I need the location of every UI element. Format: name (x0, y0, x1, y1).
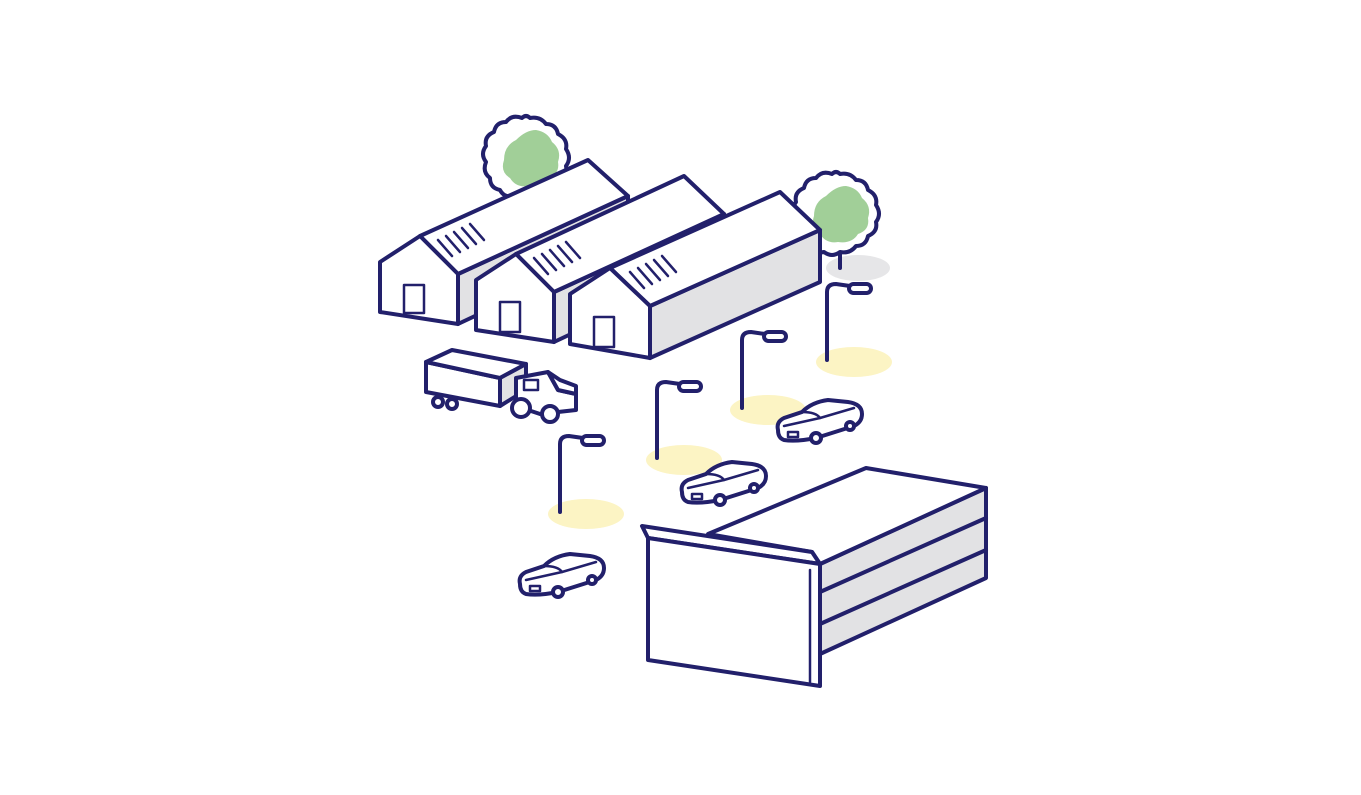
street-lamp-3 (655, 380, 703, 460)
truck-wheel-3 (510, 397, 532, 419)
truck-wheel-1 (431, 395, 445, 409)
car-1 (775, 398, 864, 445)
car-3 (517, 552, 606, 599)
large-building (640, 466, 988, 688)
lamp-glow-4 (548, 499, 624, 529)
street-lamp-2 (740, 330, 788, 410)
street-lamp-1 (825, 282, 873, 362)
truck-cab-window (522, 378, 540, 392)
tree-right-shadow (826, 255, 890, 281)
truck-wheel-2 (445, 397, 459, 411)
warehouse-2-door (498, 300, 522, 334)
lamp-glow-1 (816, 347, 892, 377)
warehouse-1-gable (378, 234, 460, 326)
warehouse-1-door (402, 283, 426, 315)
street-lamp-4 (558, 434, 606, 514)
warehouse-1-roof-vents (436, 222, 486, 258)
large-building-front (646, 536, 822, 688)
truck-cab-front (546, 370, 578, 396)
truck-wheel-4 (540, 404, 560, 424)
warehouse-2-gable (474, 252, 556, 344)
tree-left-leaves (502, 130, 560, 187)
tree-right-leaves (812, 186, 870, 243)
car-2 (679, 460, 768, 507)
warehouse-3-roof-vents (628, 254, 678, 290)
warehouse-3 (568, 190, 822, 360)
warehouse-3-gable (568, 266, 652, 360)
warehouse-2-roof-vents (532, 240, 582, 276)
warehouse-3-door (592, 315, 616, 349)
truck (424, 348, 578, 424)
lamp-glow-3 (646, 445, 722, 475)
